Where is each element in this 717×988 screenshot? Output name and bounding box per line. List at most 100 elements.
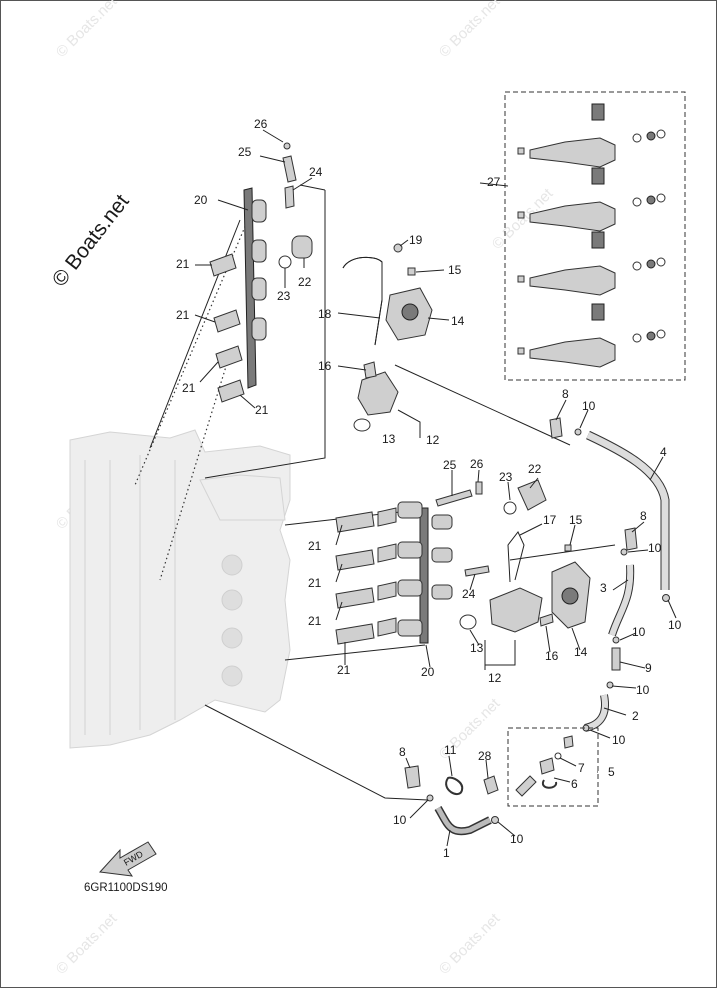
pipe-part [342,256,383,346]
elbow-part [624,527,638,551]
leader-line [204,704,429,801]
callout-10: 10 [636,683,650,697]
hose-clips [426,428,670,824]
callout-21: 21 [255,403,269,417]
pipe-part [507,531,525,583]
callout-21: 21 [337,663,351,677]
injector-kit-box [504,91,686,381]
callout-1: 1 [443,846,450,860]
watermark: © Boats.net [436,0,504,61]
callout-21: 21 [308,576,322,590]
callout-23: 23 [277,289,291,303]
callout-22: 22 [298,275,312,289]
callout-14: 14 [574,645,588,659]
bolt-part [539,613,554,627]
fitting-part [483,775,499,795]
callout-24: 24 [462,587,476,601]
elbow-part [549,417,563,439]
callout-22: 22 [528,462,542,476]
callout-11: 11 [444,743,457,757]
bolt-part [435,489,473,507]
callout-26: 26 [470,457,484,471]
callout-10: 10 [612,733,626,747]
callout-21: 21 [308,614,322,628]
callout-10: 10 [582,399,596,413]
washer-part [283,142,291,150]
callout-10: 10 [648,541,662,555]
callout-20: 20 [421,665,435,679]
callout-15: 15 [569,513,583,527]
callout-14: 14 [451,314,465,328]
callout-10: 10 [510,832,524,846]
callout-27: 27 [487,175,501,189]
leader-line [299,184,326,191]
callout-8: 8 [562,387,569,401]
fuel-rail-upper [243,187,267,389]
callout-16: 16 [545,649,559,663]
leader-line [394,364,571,446]
watermark: © Boats.net [53,0,121,61]
callout-15: 15 [448,263,462,277]
callout-13: 13 [382,432,396,446]
damper-part [517,479,547,511]
callout-9: 9 [645,661,652,675]
callout-17: 17 [543,513,557,527]
bolt-part [282,155,297,183]
brand-label: © Boats.net [48,190,134,291]
injectors-upper [209,253,245,403]
plug-part [564,544,572,552]
joint-part [611,647,621,671]
pin-part [284,185,295,209]
o-ring-part [353,418,371,432]
callout-20: 20 [194,193,208,207]
leader-line [509,544,616,561]
forward-arrow-icon: FWD [98,841,157,877]
callout-21: 21 [176,308,190,322]
callout-21: 21 [176,257,190,271]
callout-10: 10 [632,625,646,639]
kit-injector [517,103,666,168]
pipe-part-inner [342,256,383,346]
engine-block [69,429,291,749]
filter-kit-box [507,727,599,807]
callout-25: 25 [238,145,252,159]
fuel-rail-lower [397,501,453,644]
callout-3: 3 [600,581,607,595]
diagram-code: 6GR1100DS190 [84,882,168,894]
callout-23: 23 [499,470,513,484]
bolt-part [363,361,377,379]
leader-line [397,409,421,438]
pin-part [475,481,483,495]
callout-7: 7 [578,761,585,775]
kit-injector [517,167,666,232]
callout-12: 12 [488,671,502,685]
callout-26: 26 [254,117,268,131]
watermark: © Boats.net [53,910,121,978]
leader-line [204,190,326,479]
o-ring-part [503,501,517,515]
watermark: © Boats.net [436,910,504,978]
kit-injector [517,231,666,296]
o-ring-part [278,255,292,269]
o-ring-part [459,614,477,630]
callout-5: 5 [608,765,615,779]
pump-assembly-part [489,587,543,633]
plug-part [407,267,416,276]
callout-4: 4 [660,445,667,459]
callout-leaders [194,129,677,847]
damper-part [291,235,313,259]
elbow-part [404,765,421,789]
callout-21: 21 [308,539,322,553]
callout-19: 19 [409,233,423,247]
callout-2: 2 [632,709,639,723]
callout-25: 25 [443,458,457,472]
injectors-lower [335,507,397,645]
pump-assembly-part [357,371,399,416]
leader-line [284,644,426,661]
bracket-line [484,640,516,666]
callout-16: 16 [318,359,332,373]
callout-28: 28 [478,749,492,763]
callout-12: 12 [426,433,440,447]
callout-21: 21 [182,381,196,395]
clamp-part [445,776,464,796]
